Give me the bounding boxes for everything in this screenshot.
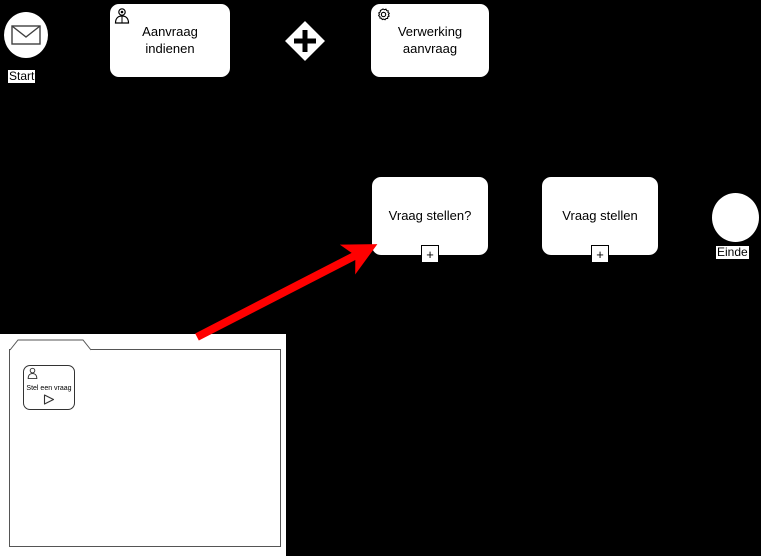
end-event-label: Einde <box>716 245 749 260</box>
cmmn-task-stel-een-vraag[interactable]: Stel een vraag <box>23 365 75 410</box>
task-label: Aanvraag indienen <box>142 24 198 56</box>
task-vraag-stellen-vraag[interactable]: Vraag stellen? + <box>371 176 489 263</box>
manual-activation-icon <box>43 394 55 405</box>
plus-icon <box>282 18 328 64</box>
task-label: Verwerking aanvraag <box>397 24 463 56</box>
task-label: Vraag stellen? <box>388 207 472 223</box>
gear-icon <box>374 7 392 25</box>
start-event-label: Start <box>8 69 36 84</box>
task-verwerking-aanvraag[interactable]: Verwerking aanvraag <box>370 3 490 78</box>
parallel-gateway[interactable] <box>282 18 328 64</box>
envelope-icon <box>11 25 41 45</box>
expand-subprocess-marker[interactable]: + <box>421 245 439 263</box>
case-plan-model-tab <box>9 339 92 351</box>
task-label: Vraag stellen <box>562 207 638 223</box>
task-vraag-stellen[interactable]: Vraag stellen + <box>541 176 659 263</box>
end-event[interactable] <box>712 193 759 242</box>
task-aanvraag-indienen[interactable]: Aanvraag indienen <box>109 3 231 78</box>
expand-subprocess-marker[interactable]: + <box>591 245 609 263</box>
cmmn-task-label: Stel een vraag <box>26 385 72 392</box>
human-task-icon <box>27 367 38 380</box>
user-icon <box>113 7 131 25</box>
start-event[interactable] <box>4 12 48 58</box>
case-plan-model-panel[interactable]: A CasePlanModel Stel een vraag <box>0 334 286 556</box>
